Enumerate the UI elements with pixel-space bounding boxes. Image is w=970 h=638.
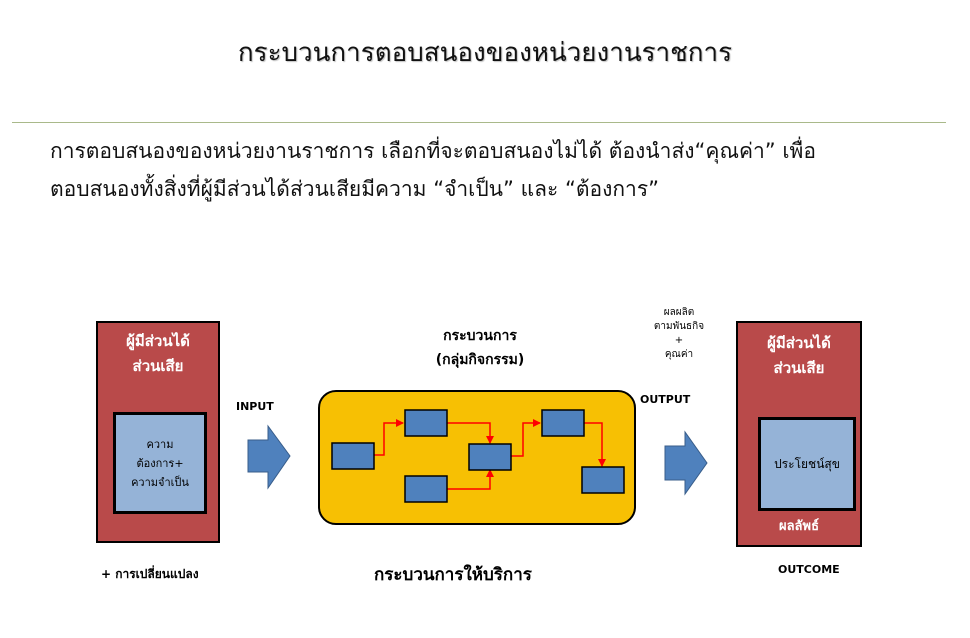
flow-arrow-4 (511, 419, 541, 457)
stakeholder-title-right: ผู้มีส่วนได้ ส่วนเสีย (738, 331, 860, 381)
benefit-box: ประโยชน์สุข (758, 417, 856, 511)
benefit-label: ประโยชน์สุข (774, 456, 840, 471)
page-title: กระบวนการตอบสนองของหน่วยงานราชการ (237, 38, 733, 68)
product-note-line-4: คุณค่า (664, 349, 694, 360)
flow-arrow-1 (374, 419, 404, 456)
activity-box-5 (541, 409, 585, 437)
outcome-label: OUTCOME (778, 563, 840, 576)
input-arrow-icon (247, 424, 291, 490)
stakeholder-box-left: ผู้มีส่วนได้ ส่วนเสีย ความ ต้องการ+ ความ… (96, 321, 220, 543)
stakeholder-title-line-2: ส่วนเสีย (132, 357, 184, 375)
intro-line-2: ตอบสนองทั้งสิ่งที่ผู้มีส่วนได้ส่วนเสียมี… (50, 177, 659, 201)
product-note: ผลผลิต ตามพันธกิจ + คุณค่า (640, 306, 718, 362)
activity-box-2 (404, 409, 448, 437)
change-label: + การเปลี่ยนแปลง (101, 567, 199, 581)
process-title-line-1: กระบวนการ (443, 328, 517, 344)
stakeholder-title-line-1: ผู้มีส่วนได้ (126, 332, 190, 350)
activity-box-4 (404, 475, 448, 503)
stakeholder-title-right-line-1: ผู้มีส่วนได้ (767, 334, 831, 352)
intro-paragraph: การตอบสนองของหน่วยงานราชการ เลือกที่จะตอ… (50, 132, 930, 208)
stakeholder-title-right-line-2: ส่วนเสีย (773, 359, 825, 377)
product-note-line-2: ตามพันธกิจ (653, 321, 705, 332)
input-label: INPUT (236, 400, 274, 413)
result-label: ผลลัพธ์ (778, 519, 820, 534)
process-title-line-2: (กลุ่มกิจกรรม) (435, 352, 525, 368)
output-label: OUTPUT (640, 393, 691, 406)
intro-line-1: การตอบสนองของหน่วยงานราชการ เลือกที่จะตอ… (50, 139, 816, 163)
needs-box: ความ ต้องการ+ ความจำเป็น (113, 412, 207, 514)
service-process-label: กระบวนการให้บริการ (374, 565, 532, 585)
needs-line-2: ต้องการ+ (136, 456, 184, 470)
activity-box-3 (468, 443, 512, 471)
activity-box-1 (331, 442, 375, 470)
product-note-line-1: ผลผลิต (663, 307, 695, 318)
output-arrow-icon (664, 430, 708, 496)
stakeholder-box-right: ผู้มีส่วนได้ ส่วนเสีย ประโยชน์สุข ผลลัพธ… (736, 321, 862, 547)
flow-arrow-5 (584, 422, 606, 467)
stakeholder-title-left: ผู้มีส่วนได้ ส่วนเสีย (98, 329, 218, 379)
process-title: กระบวนการ (กลุ่มกิจกรรม) (380, 324, 580, 372)
flow-arrow-2 (447, 422, 494, 444)
flow-arrow-3 (447, 469, 494, 490)
title-divider (12, 122, 946, 123)
needs-line-3: ความจำเป็น (131, 475, 189, 489)
needs-line-1: ความ (146, 437, 174, 451)
product-note-line-3: + (674, 335, 684, 346)
activity-box-6 (581, 466, 625, 494)
